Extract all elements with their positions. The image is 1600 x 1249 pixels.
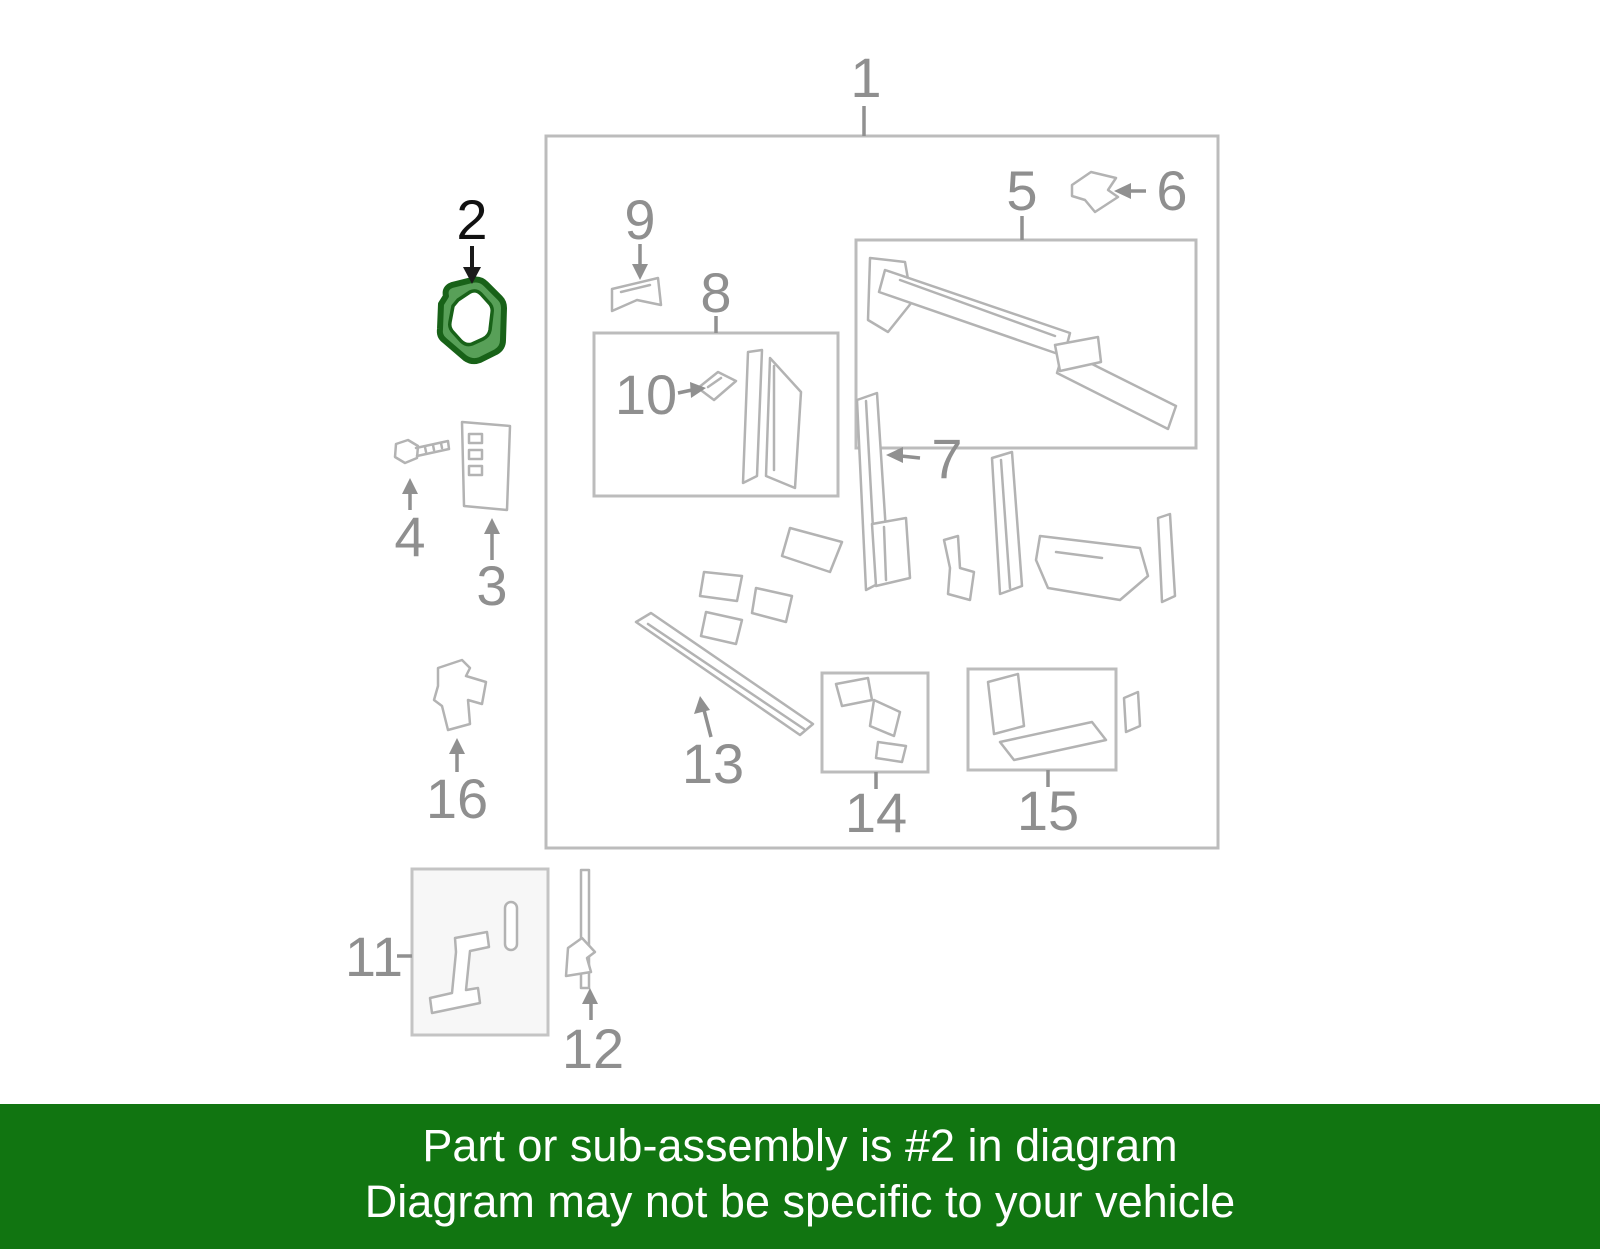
part-5-group	[854, 216, 1198, 450]
callout-5: 5	[1006, 159, 1038, 222]
diagram-note-banner: Part or sub-assembly is #2 in diagram Di…	[0, 1104, 1600, 1249]
banner-line-1: Part or sub-assembly is #2 in diagram	[422, 1120, 1178, 1171]
part-11-group	[397, 867, 550, 1037]
part-10-shape	[696, 370, 738, 402]
misc-center-parts	[698, 516, 912, 646]
part-2-highlight	[436, 246, 507, 365]
callout-14: 14	[844, 781, 908, 844]
callout-11: 11	[344, 925, 404, 988]
part-15-group	[966, 667, 1142, 787]
callout-13: 13	[681, 732, 745, 795]
diagram-line-art	[393, 106, 1220, 1037]
banner-line-2: Diagram may not be specific to your vehi…	[364, 1176, 1236, 1227]
part-12-rod	[564, 868, 598, 1020]
part-14-group	[820, 671, 930, 789]
part-8-group	[592, 316, 840, 498]
part-6-clip	[1070, 170, 1146, 214]
callout-15: 15	[1016, 779, 1080, 842]
part-9-shape	[610, 244, 663, 313]
part-3-plate	[460, 420, 512, 560]
misc-right-parts	[942, 450, 1177, 604]
callout-9: 9	[624, 188, 656, 251]
callout-1: 1	[850, 46, 882, 109]
callout-7: 7	[931, 427, 963, 490]
callout-3: 3	[476, 554, 508, 617]
callout-2: 2	[456, 188, 488, 251]
assembly-box-1	[544, 106, 1220, 850]
callout-8: 8	[700, 261, 732, 324]
part-13-bar	[634, 611, 815, 738]
callout-6: 6	[1156, 159, 1188, 222]
part-16-clip	[432, 658, 488, 772]
part-4-bolt	[393, 438, 451, 510]
callout-10: 10	[614, 363, 678, 426]
callout-12: 12	[561, 1017, 625, 1080]
callout-4: 4	[394, 505, 426, 568]
callout-16: 16	[425, 767, 489, 830]
